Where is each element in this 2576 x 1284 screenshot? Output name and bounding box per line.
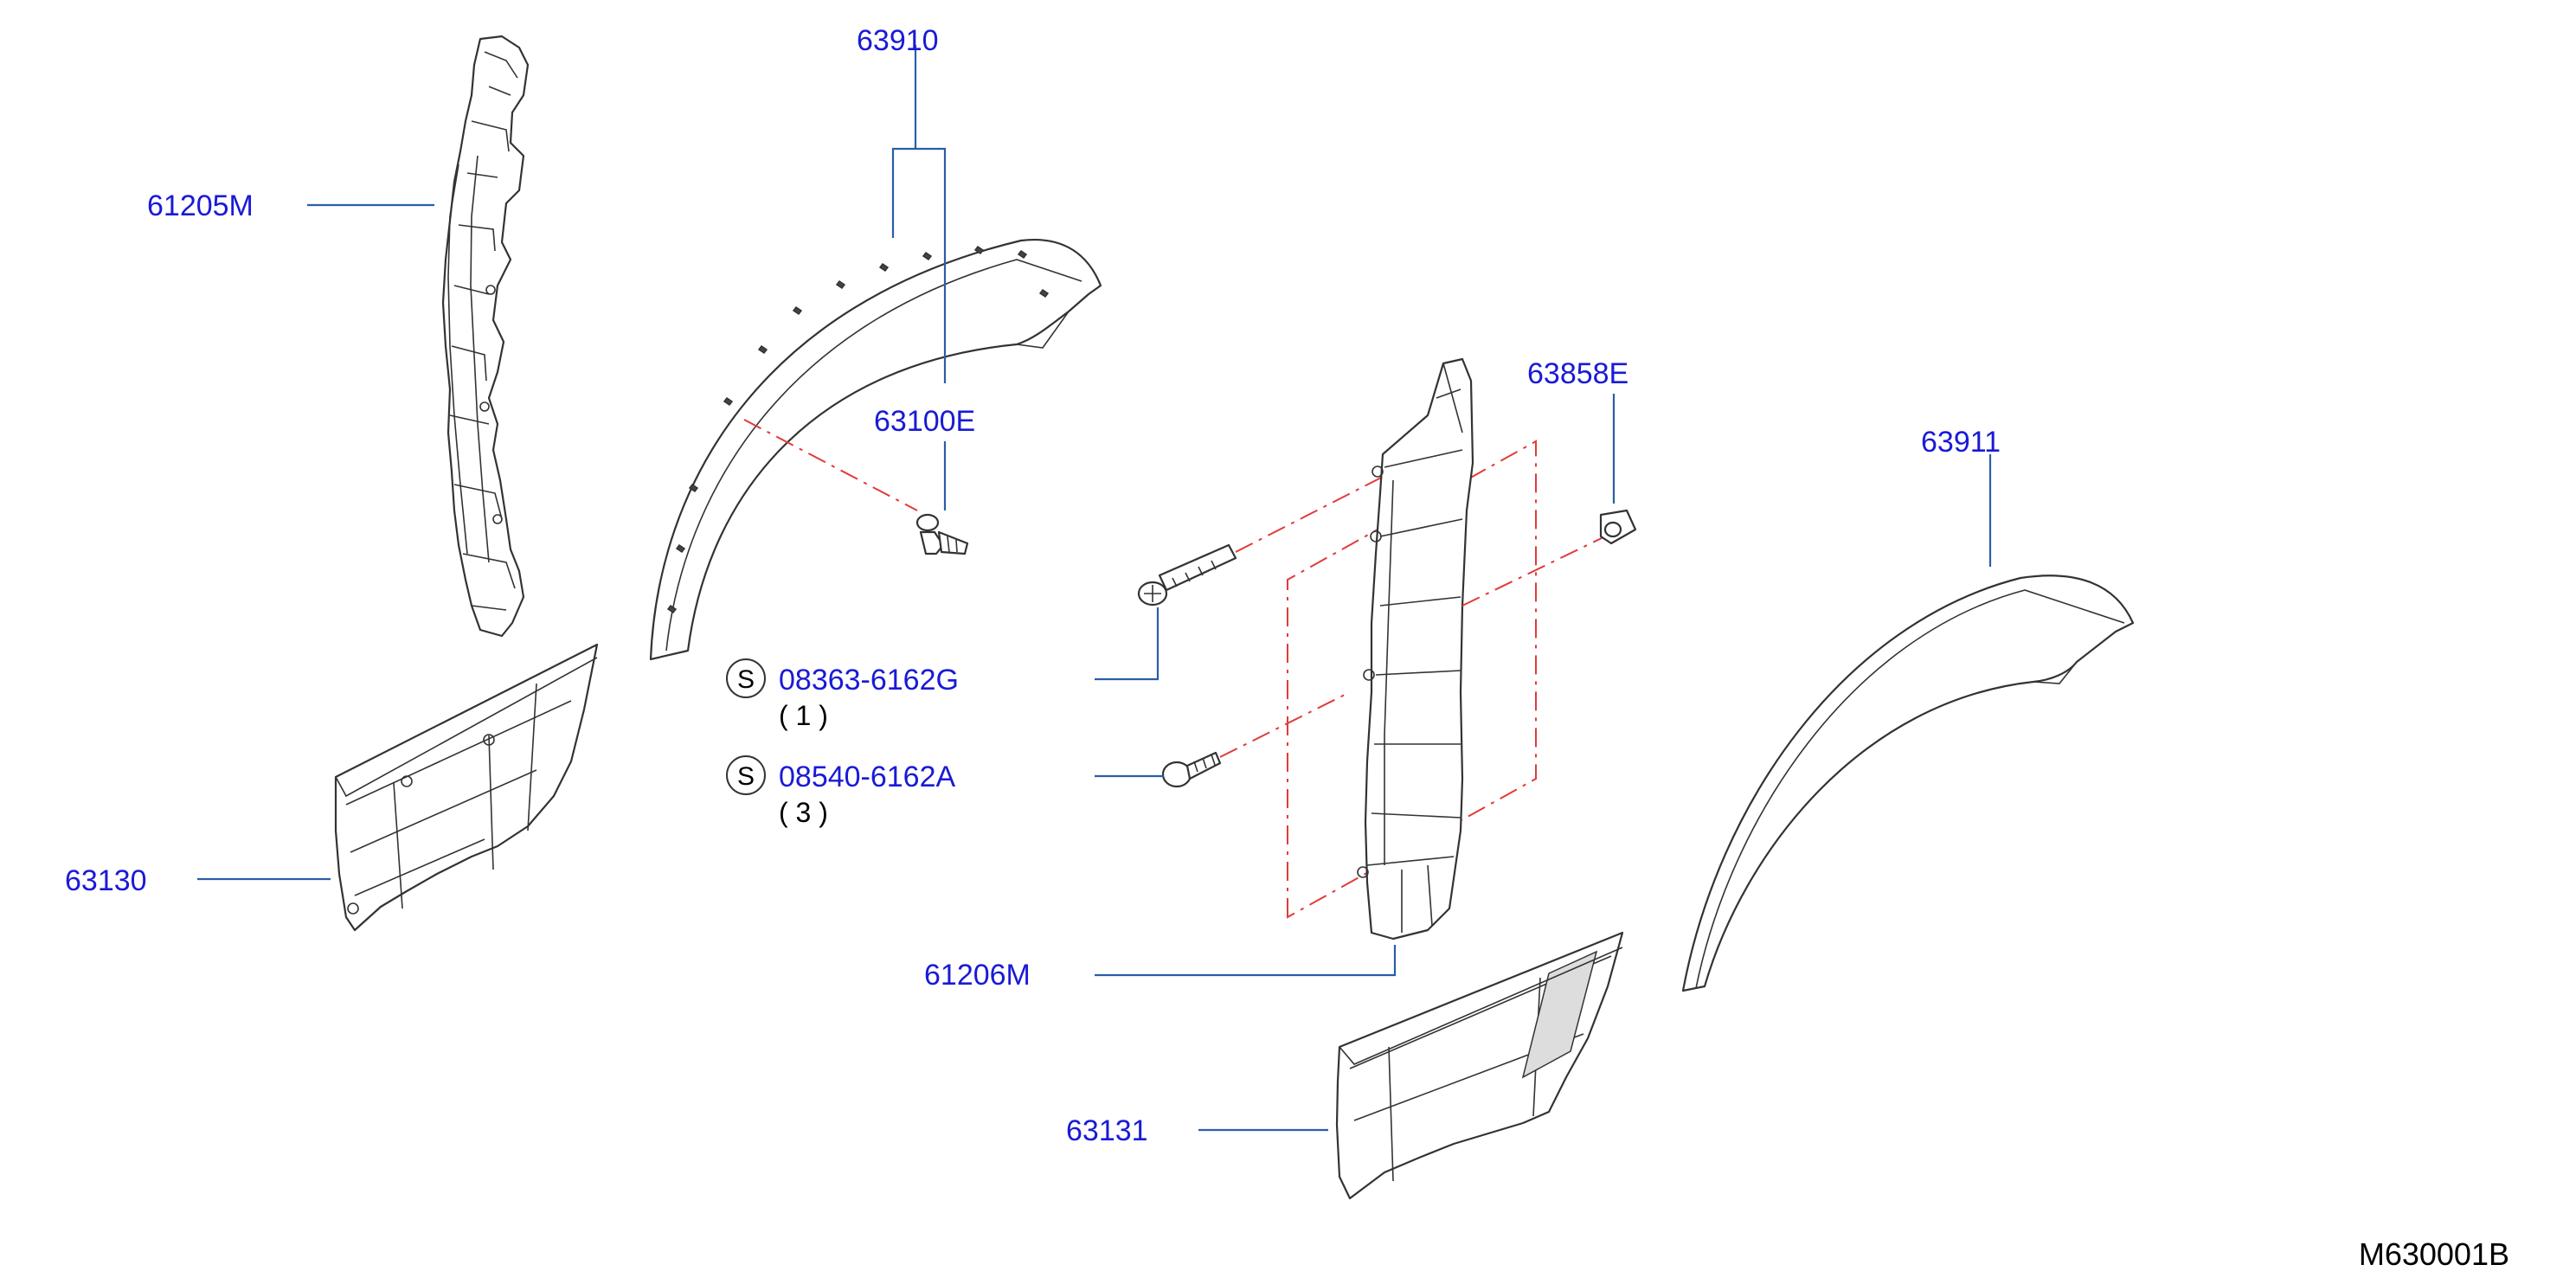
part-63858e-grommet[interactable] [1599,509,1637,545]
label-08363-6162g[interactable]: 08363-6162G [779,664,959,697]
part-61205m-bracket[interactable] [441,35,530,638]
label-63911[interactable]: 63911 [1921,426,2001,459]
phantom-line-screw [1219,691,1351,758]
standard-part-08363[interactable]: S 08363-6162G ( 1 ) [726,658,959,731]
label-63131[interactable]: 63131 [1066,1114,1148,1147]
label-63858e[interactable]: 63858E [1527,357,1628,390]
qty-08363-6162g: ( 1 ) [779,700,828,731]
phantom-line-grommet [1461,536,1606,607]
label-61206m[interactable]: 61206M [924,959,1031,992]
part-61206m-bracket[interactable] [1357,357,1474,941]
part-63911-arch[interactable] [1681,575,2135,992]
standard-part-symbol [726,658,766,698]
bolt-08363[interactable] [1137,543,1237,607]
part-63130-panel[interactable] [334,643,599,932]
standard-part-symbol [726,755,766,795]
qty-08540-6162a: ( 3 ) [779,797,828,828]
label-61205m[interactable]: 61205M [147,189,254,222]
part-63131-panel[interactable] [1335,931,1624,1200]
label-08540-6162a[interactable]: 08540-6162A [779,761,956,793]
leader-61206m [1095,945,1397,977]
standard-part-symbol-letter: S [737,665,755,694]
phantom-line-63100e [743,419,918,511]
part-63910-arch[interactable] [649,238,1102,661]
leader-63910 [891,45,947,383]
label-63910[interactable]: 63910 [857,24,939,57]
label-63100e[interactable]: 63100E [874,405,975,438]
screw-08540[interactable] [1161,751,1222,788]
diagram-code: M630001B [2359,1236,2509,1272]
leader-08363 [1095,607,1160,681]
phantom-line-bolt [1235,475,1385,553]
label-63130[interactable]: 63130 [65,864,147,897]
standard-part-symbol-letter: S [737,762,755,791]
standard-part-08540[interactable]: S 08540-6162A ( 3 ) [726,755,956,828]
part-63100e-clip[interactable] [915,513,969,555]
